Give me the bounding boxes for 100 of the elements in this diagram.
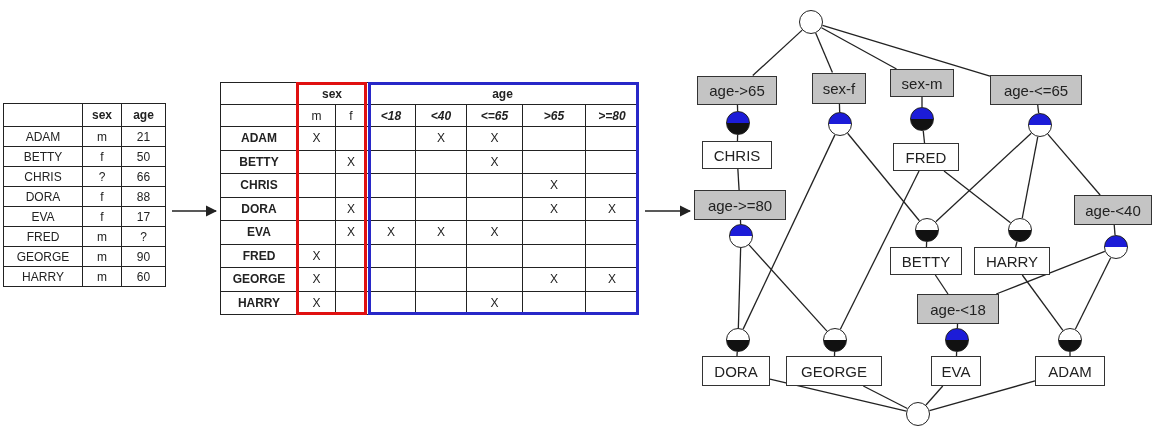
concept-circle (729, 224, 753, 248)
table-cell: m (82, 266, 122, 287)
table-cell: EVA (3, 206, 83, 227)
arrow (171, 205, 218, 217)
object-label: EVA (931, 356, 981, 386)
table-cell: BETTY (220, 150, 298, 174)
object-label: GEORGE (786, 356, 882, 386)
table-cell: 17 (121, 206, 166, 227)
table-cell: X (466, 220, 523, 244)
lattice-line (1047, 133, 1101, 196)
concept-circle (828, 112, 852, 136)
lattice-line (935, 132, 1032, 223)
object-label: ADAM (1035, 356, 1105, 386)
attribute-label: age->=80 (694, 190, 786, 220)
lattice-line (995, 250, 1106, 295)
table-cell: m (82, 246, 122, 267)
table-cell: GEORGE (220, 267, 298, 291)
lattice-line (956, 323, 959, 329)
table-cell: X (522, 197, 586, 221)
data-table (3, 103, 166, 287)
lattice-line (736, 351, 738, 357)
header-cell: m (297, 104, 336, 127)
lattice-line (769, 378, 907, 412)
table-cell: ADAM (3, 126, 83, 147)
lattice-line (1113, 224, 1116, 236)
lattice-line (928, 380, 1036, 412)
lattice-line (736, 103, 739, 112)
lattice-line (846, 132, 921, 222)
lattice-line (862, 385, 908, 410)
header-cell: age (366, 82, 639, 105)
header-cell: <40 (415, 104, 467, 127)
object-label: HARRY (974, 247, 1050, 275)
arrow (644, 205, 692, 217)
lattice-line (815, 32, 834, 74)
table-cell: m (82, 126, 122, 147)
lattice-line (955, 351, 958, 357)
table-cell: ADAM (220, 126, 298, 150)
object-label: BETTY (890, 247, 962, 275)
table-cell: ? (82, 166, 122, 187)
lattice-line (943, 170, 1012, 224)
table-cell: 50 (121, 146, 166, 167)
table-cell: X (297, 126, 336, 150)
attribute-label: age-<=65 (990, 75, 1082, 105)
table-cell: X (522, 173, 586, 197)
lattice-line (839, 170, 920, 330)
lattice-line (1037, 104, 1040, 114)
concept-circle (1058, 328, 1082, 352)
table-cell: 66 (121, 166, 166, 187)
concept-circle (1028, 113, 1052, 137)
header-cell: sex (82, 103, 122, 127)
lattice-line (925, 241, 928, 248)
object-label: FRED (893, 143, 959, 171)
lattice-line (1014, 240, 1018, 248)
table-cell: FRED (220, 244, 298, 268)
table-cell: HARRY (220, 291, 298, 315)
table-cell: HARRY (3, 266, 83, 287)
concept-circle (915, 218, 939, 242)
table-cell: X (366, 220, 416, 244)
lattice-line (742, 134, 836, 330)
lattice-line (821, 24, 991, 77)
lattice-line (752, 29, 803, 77)
table-cell: FRED (3, 226, 83, 247)
table-cell: CHRIS (220, 173, 298, 197)
table-cell: X (522, 267, 586, 291)
lattice-line (833, 351, 836, 357)
table-cell: X (297, 267, 336, 291)
lattice-line (1069, 351, 1071, 357)
lattice-line (934, 274, 949, 295)
table-cell: f (82, 206, 122, 227)
concept-circle (799, 10, 823, 34)
table-cell: 21 (121, 126, 166, 147)
table-cell: 88 (121, 186, 166, 207)
attribute-label: age-<18 (917, 294, 999, 324)
table-cell: GEORGE (3, 246, 83, 267)
table-cell: X (466, 126, 523, 150)
lattice-line (1021, 136, 1039, 219)
table-cell: EVA (220, 220, 298, 244)
concept-circle (910, 107, 934, 131)
table-cell: CHRIS (3, 166, 83, 187)
table-cell: X (415, 126, 467, 150)
lattice-line (925, 385, 944, 406)
header-cell: <=65 (466, 104, 523, 127)
table-cell: X (297, 244, 336, 268)
table-cell: BETTY (3, 146, 83, 167)
table-cell: ? (121, 226, 166, 247)
concept-circle (726, 111, 750, 135)
table-cell: 60 (121, 266, 166, 287)
table-cell: m (82, 226, 122, 247)
concept-circle (1008, 218, 1032, 242)
lattice-line (736, 134, 739, 142)
lattice-line (737, 247, 742, 329)
attribute-label: sex-m (890, 69, 954, 97)
table-cell: DORA (3, 186, 83, 207)
attribute-label: age->65 (697, 75, 777, 105)
object-label: CHRIS (702, 141, 772, 169)
concept-circle (945, 328, 969, 352)
table-cell: DORA (220, 197, 298, 221)
lattice-line (1021, 274, 1064, 331)
object-label: DORA (702, 356, 770, 386)
lattice-line (737, 168, 740, 191)
